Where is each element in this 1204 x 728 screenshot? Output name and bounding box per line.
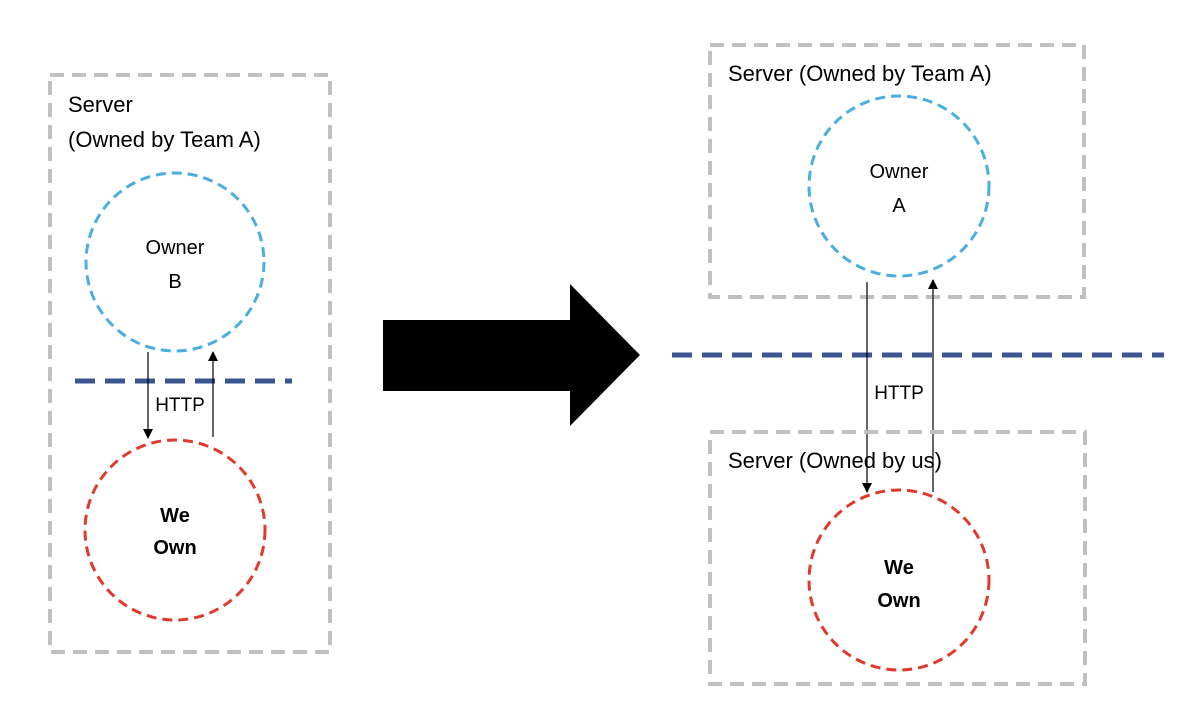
server-owned-by-us-box	[708, 430, 1087, 686]
owner-a-label-line1: Owner	[870, 161, 929, 183]
owner-b-circle	[84, 171, 266, 353]
http-label-after: HTTP	[874, 383, 924, 404]
server-title-line1: Server	[68, 92, 133, 117]
server-team-a-box-before	[48, 73, 332, 654]
we-own-label-line1: We	[160, 505, 190, 527]
we-own-after-label-line2: Own	[877, 590, 920, 612]
before-group: Server (Owned by Team A) Owner B HTTP We…	[48, 73, 332, 654]
after-group: Server (Owned by Team A) Owner A HTTP Se…	[672, 43, 1164, 686]
server-team-a-title: Server (Owned by Team A)	[728, 61, 992, 86]
owner-a-label-line2: A	[892, 195, 906, 217]
http-label-before: HTTP	[155, 395, 205, 416]
server-team-a-box-after	[708, 43, 1086, 299]
we-own-circle-before	[83, 438, 267, 622]
owner-b-label-line2: B	[168, 271, 181, 293]
server-owned-by-us-title: Server (Owned by us)	[728, 448, 942, 473]
owner-b-label-line1: Owner	[146, 237, 205, 259]
right-arrow-icon	[383, 284, 640, 426]
we-own-circle-after	[807, 488, 991, 672]
owner-a-circle	[807, 94, 991, 278]
we-own-after-label-line1: We	[884, 557, 914, 579]
we-own-label-line2: Own	[153, 537, 196, 559]
server-title-line2: (Owned by Team A)	[68, 127, 261, 152]
